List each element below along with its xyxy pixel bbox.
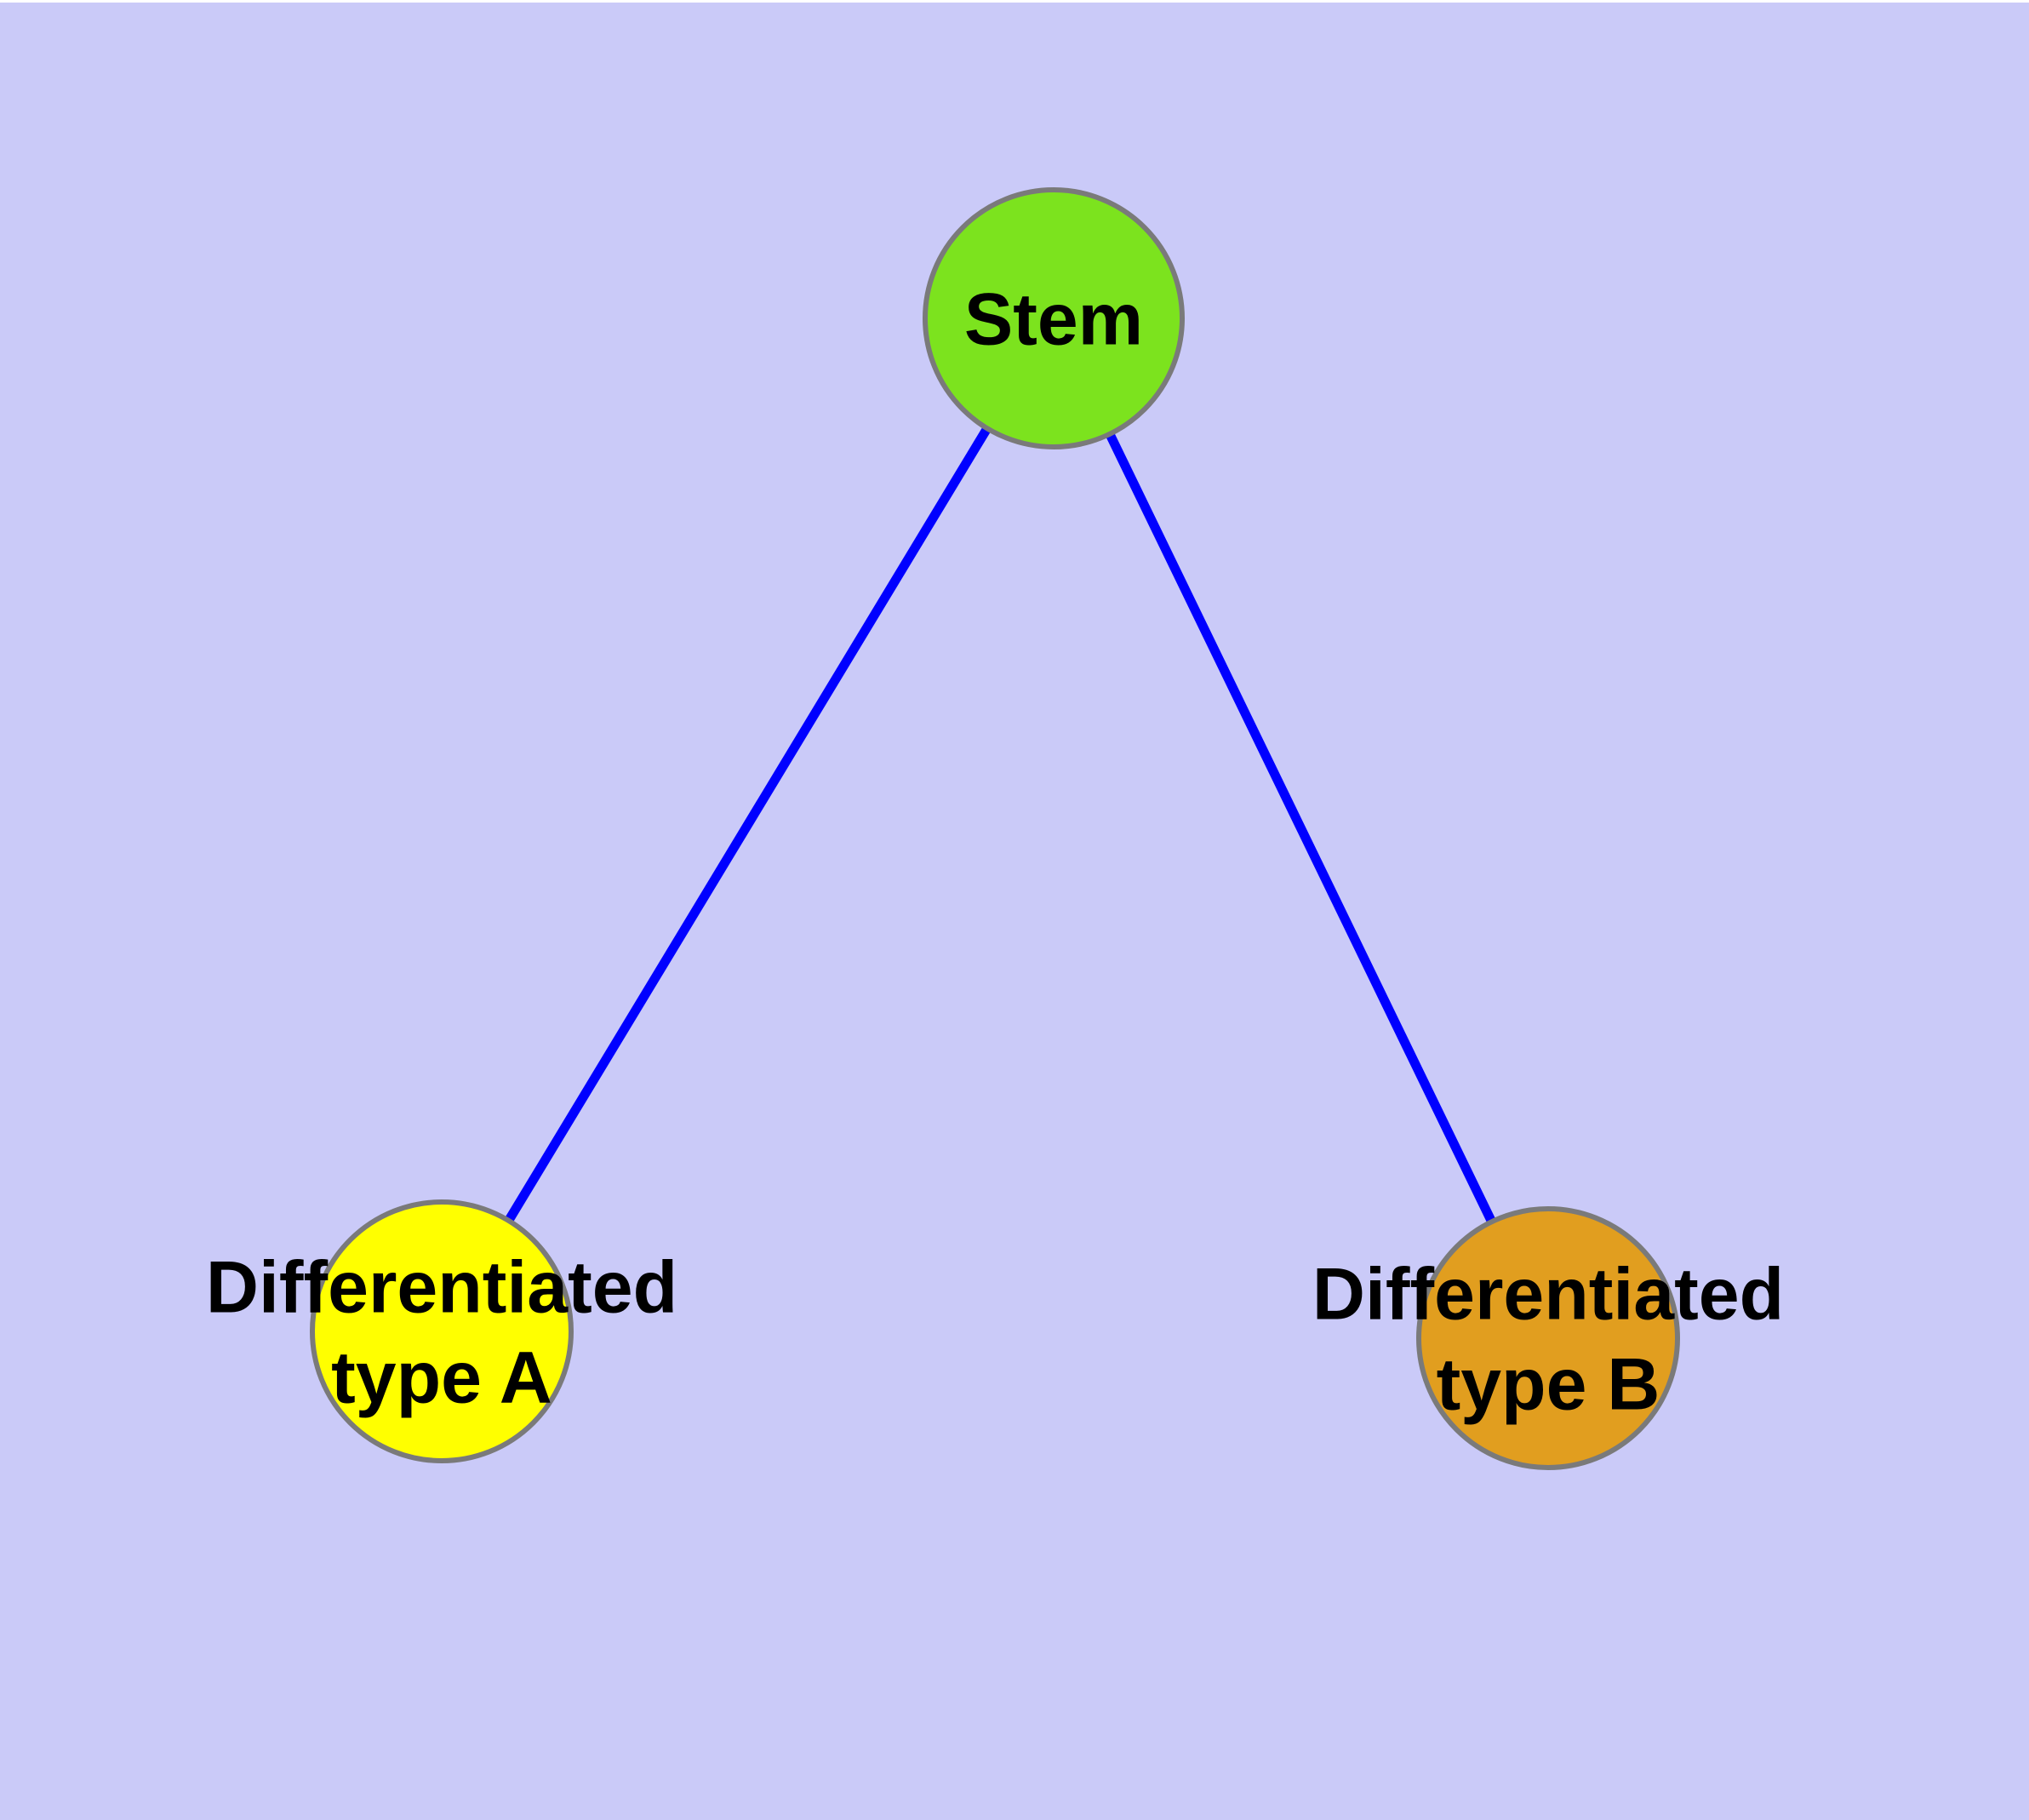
top-margin-strip	[0, 0, 2029, 3]
node-label-line: type B	[1437, 1344, 1660, 1426]
node-label-stem: Stem	[964, 279, 1143, 361]
edge-stem-to-differentiated-type-a	[504, 426, 992, 1223]
node-label-line: type A	[331, 1337, 552, 1419]
node-circle-differentiated-type-a	[310, 1199, 574, 1463]
node-label-line: Differentiated	[206, 1247, 677, 1329]
node-circle-stem	[923, 187, 1185, 449]
node-label-line: Differentiated	[1312, 1254, 1784, 1336]
node-circle-differentiated-type-b	[1416, 1206, 1680, 1470]
edge-stem-to-differentiated-type-b	[1105, 432, 1496, 1224]
node-label-line: Stem	[964, 279, 1143, 361]
node-stem: Stem	[923, 187, 1185, 449]
